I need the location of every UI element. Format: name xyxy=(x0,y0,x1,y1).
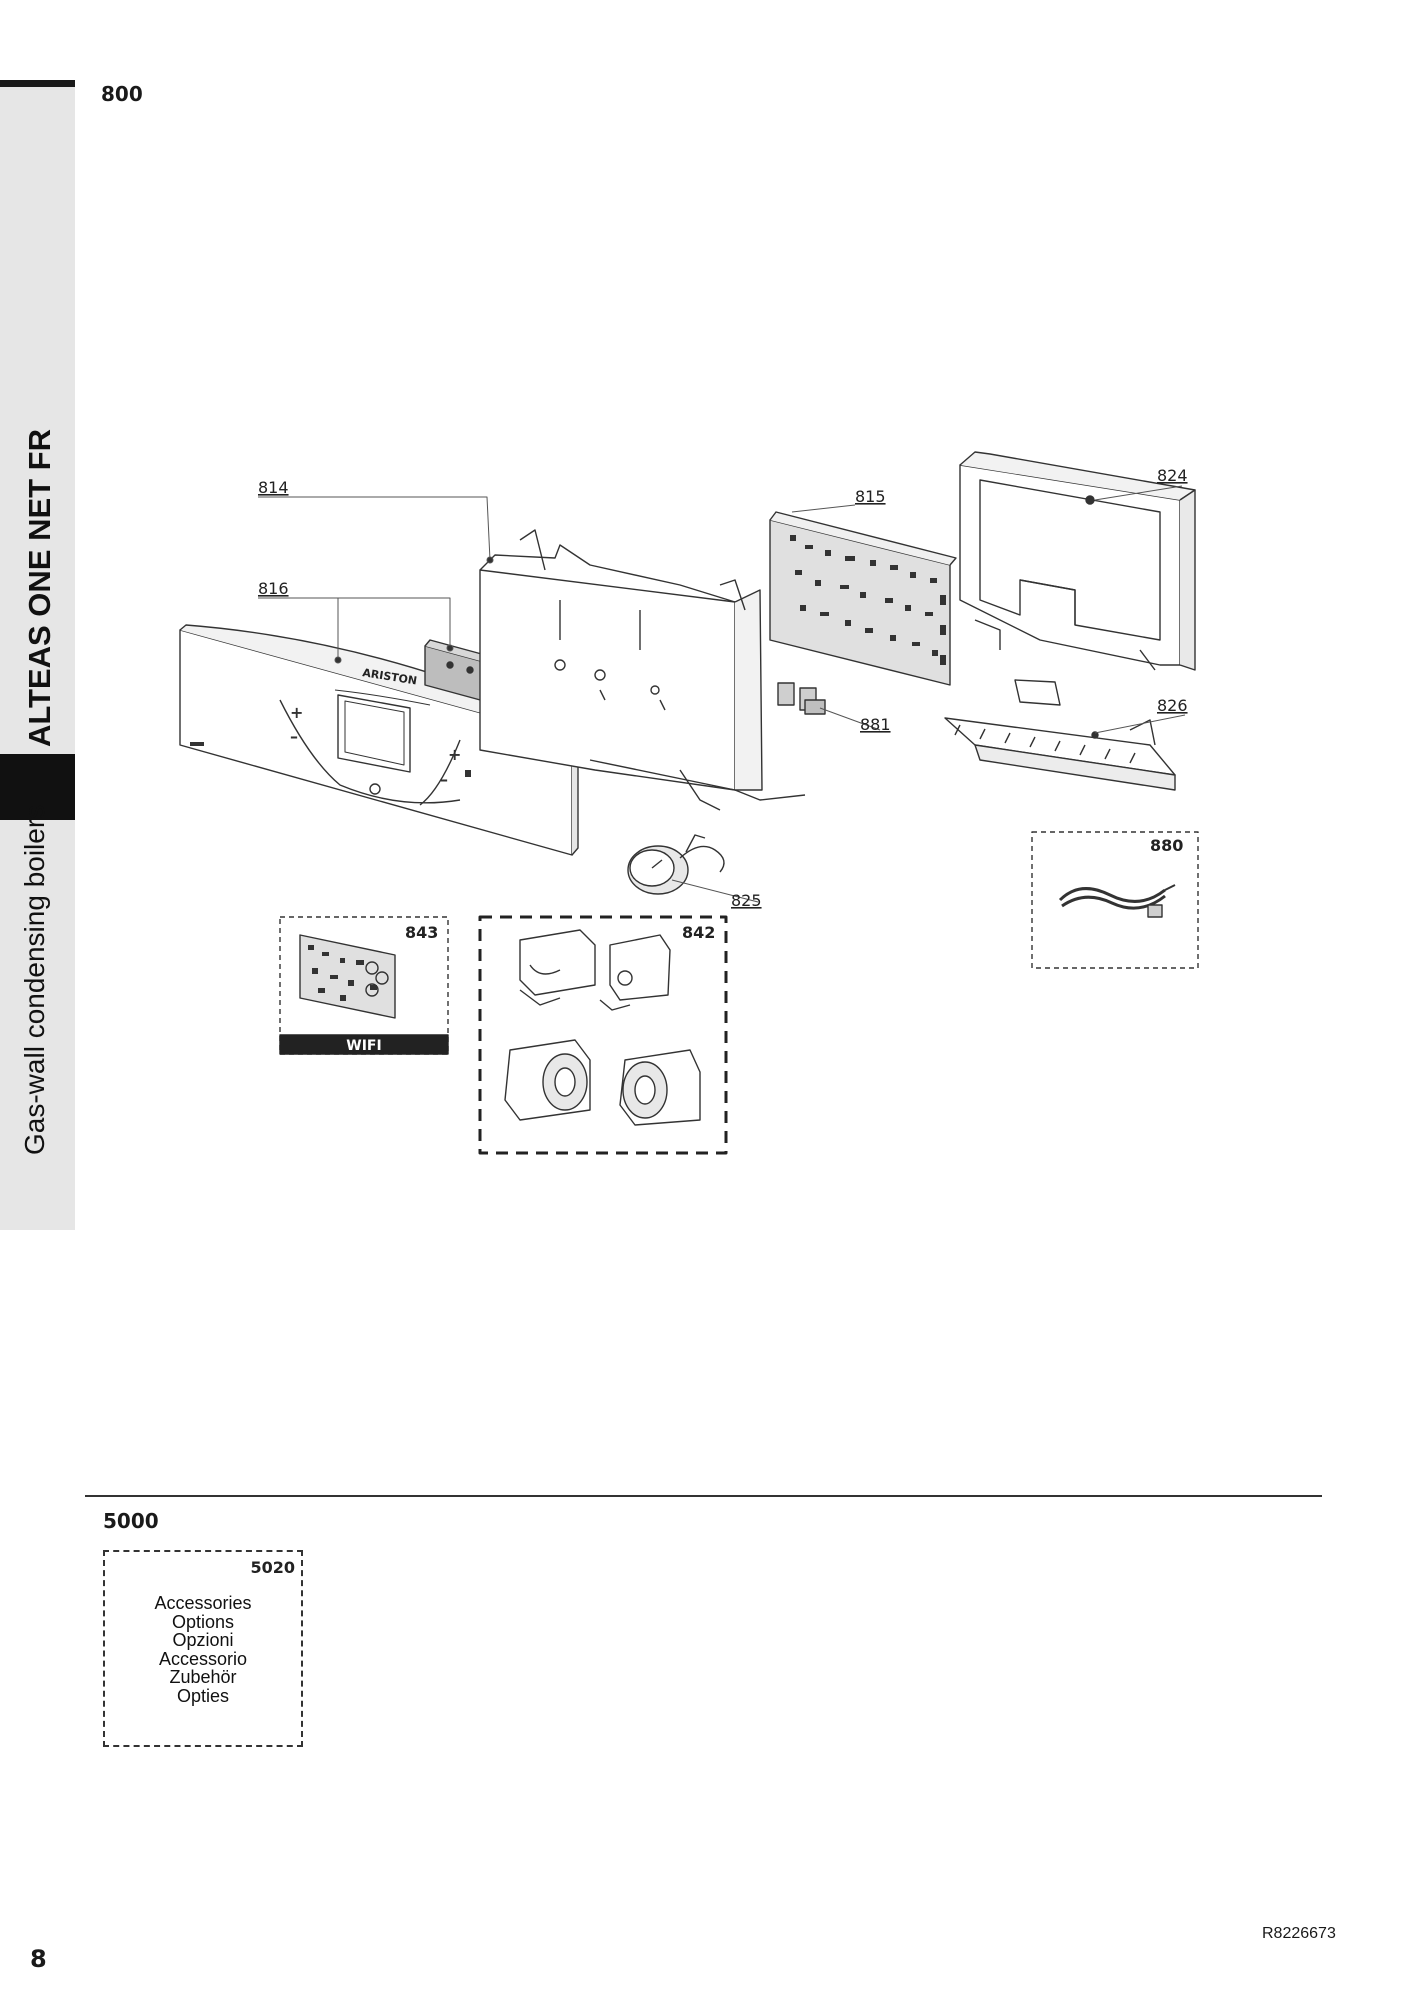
box-code-843: 843 xyxy=(405,923,438,942)
section-code-5000: 5000 xyxy=(103,1509,159,1533)
wifi-label: WIFI xyxy=(346,1038,381,1054)
section-divider xyxy=(85,1495,1322,1497)
box-842-frame xyxy=(478,915,728,1155)
accessories-label: Zubehör xyxy=(169,1667,237,1687)
svg-text:+: + xyxy=(290,703,303,722)
svg-text:+: + xyxy=(448,745,461,764)
leader-lines xyxy=(258,485,1186,903)
wifi-board-illustration xyxy=(299,934,396,1019)
housing-illustration xyxy=(479,529,806,811)
accessories-label: Opzioni xyxy=(172,1630,234,1650)
box-880-frame xyxy=(1031,831,1199,969)
sidebar-tab-marker xyxy=(0,754,75,820)
accessories-label: Opties xyxy=(176,1685,230,1706)
svg-text:–: – xyxy=(290,727,298,746)
pressure-gauge-illustration xyxy=(627,834,725,895)
accessories-label: Accessorio xyxy=(158,1648,248,1669)
rear-cover-illustration xyxy=(959,451,1196,671)
section-code-800: 800 xyxy=(101,82,143,106)
callout-825: 825 xyxy=(731,891,762,910)
callout-816: 816 xyxy=(258,579,289,598)
connectors-illustration xyxy=(777,682,826,715)
box-code-5020: 5020 xyxy=(250,1558,295,1577)
current-sensor-illustrations xyxy=(504,929,701,1126)
accessories-label-list: Accessories Options Opzioni Accessorio Z… xyxy=(105,1594,301,1705)
sidebar-top-bar xyxy=(0,80,75,87)
svg-text:–: – xyxy=(440,770,448,789)
front-panel-illustration: + – + – xyxy=(179,624,579,856)
callout-824: 824 xyxy=(1157,466,1188,485)
callout-881: 881 xyxy=(860,715,891,734)
main-pcb-illustration xyxy=(769,511,957,686)
accessories-box: 5020 Accessories Options Opzioni Accesso… xyxy=(103,1550,303,1747)
accessories-label: Accessories xyxy=(154,1593,252,1613)
box-code-842: 842 xyxy=(682,923,715,942)
document-reference: R8226673 xyxy=(1262,1925,1336,1942)
callout-814: 814 xyxy=(258,478,289,497)
box-code-880: 880 xyxy=(1150,836,1183,855)
callout-815: 815 xyxy=(855,487,886,506)
page-number: 8 xyxy=(30,1945,47,1973)
accessories-label: Options xyxy=(171,1611,235,1632)
sidebar-strip xyxy=(0,80,75,1230)
box-843-label-bar xyxy=(279,1034,449,1055)
cable-illustration xyxy=(1058,884,1176,918)
bottom-cover-illustration xyxy=(944,679,1176,791)
callout-826: 826 xyxy=(1157,696,1188,715)
